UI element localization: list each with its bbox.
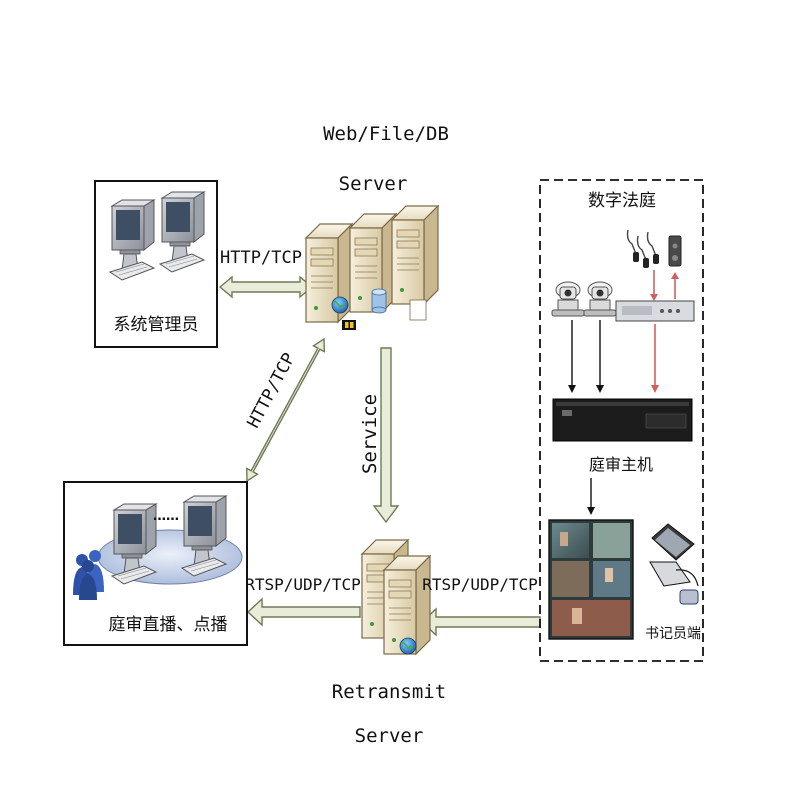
web-server-label-line2: Server bbox=[339, 173, 408, 195]
retransmit-server-label-line2: Server bbox=[355, 725, 424, 747]
audio-processor bbox=[615, 300, 695, 322]
red-arrowhead bbox=[651, 385, 659, 393]
speaker-icon bbox=[668, 235, 682, 267]
clerk-terminal-icon bbox=[649, 523, 699, 605]
edge-label-court-retransmit: RTSP/UDP/TCP bbox=[422, 575, 538, 594]
admin-group: 系统管理员 bbox=[94, 180, 218, 348]
black-arrowhead bbox=[568, 385, 576, 393]
edge-label-admin-web: HTTP/TCP bbox=[220, 248, 302, 268]
live-group-dots: …… bbox=[153, 509, 179, 524]
black-arrowhead bbox=[596, 385, 604, 393]
globe-icon bbox=[331, 296, 349, 314]
clerk-terminal-label: 书记员端 bbox=[645, 626, 701, 642]
edge-label-retransmit-live: RTSP/UDP/TCP bbox=[245, 575, 361, 594]
retransmit-server-label-line1: Retransmit bbox=[332, 681, 446, 703]
arrow-admin-web bbox=[218, 275, 314, 299]
arrow-retransmit-live bbox=[246, 597, 361, 627]
edge-label-web-retransmit: Service bbox=[359, 394, 381, 474]
lock-icon bbox=[342, 320, 356, 330]
courtroom-video-wall bbox=[548, 519, 634, 640]
arrow-live-web bbox=[245, 337, 326, 483]
digital-court-label: 数字法庭 bbox=[588, 191, 656, 211]
digital-courtroom: 数字法庭 bbox=[539, 179, 704, 662]
microphone-icon bbox=[626, 229, 640, 263]
retransmit-server bbox=[361, 539, 431, 655]
court-host-label: 庭审主机 bbox=[589, 455, 653, 474]
microphone-icon bbox=[646, 231, 660, 265]
web-file-db-server bbox=[305, 205, 439, 330]
microphone-icon bbox=[636, 235, 650, 269]
red-arrowhead bbox=[650, 294, 658, 301]
globe-icon bbox=[399, 637, 417, 655]
court-host-device bbox=[552, 398, 693, 442]
arrow-court-retransmit bbox=[420, 607, 541, 637]
live-group-label: 庭审直播、点播 bbox=[109, 615, 228, 635]
user-group-icon bbox=[73, 550, 104, 600]
red-arrowhead bbox=[671, 272, 679, 279]
web-server-label-line1: Web/File/DB bbox=[323, 123, 449, 145]
ptz-camera-2 bbox=[583, 281, 617, 317]
database-icon bbox=[371, 288, 387, 314]
admin-group-label: 系统管理员 bbox=[114, 315, 199, 335]
ptz-camera-1 bbox=[551, 281, 585, 317]
document-icon bbox=[409, 299, 427, 321]
black-arrowhead bbox=[587, 507, 595, 515]
live-vod-group: …… 庭审直播、点播 bbox=[63, 481, 248, 646]
edge-label-live-web: HTTP/TCP bbox=[244, 350, 300, 432]
arrow-web-retransmit bbox=[372, 347, 400, 524]
